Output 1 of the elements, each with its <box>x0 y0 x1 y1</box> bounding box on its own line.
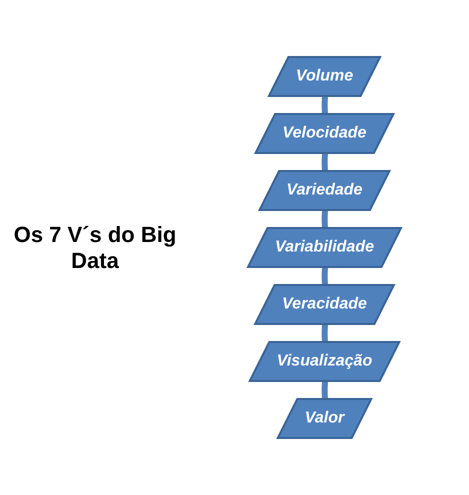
diagram-title: Os 7 V´s do Big Data <box>12 222 178 274</box>
